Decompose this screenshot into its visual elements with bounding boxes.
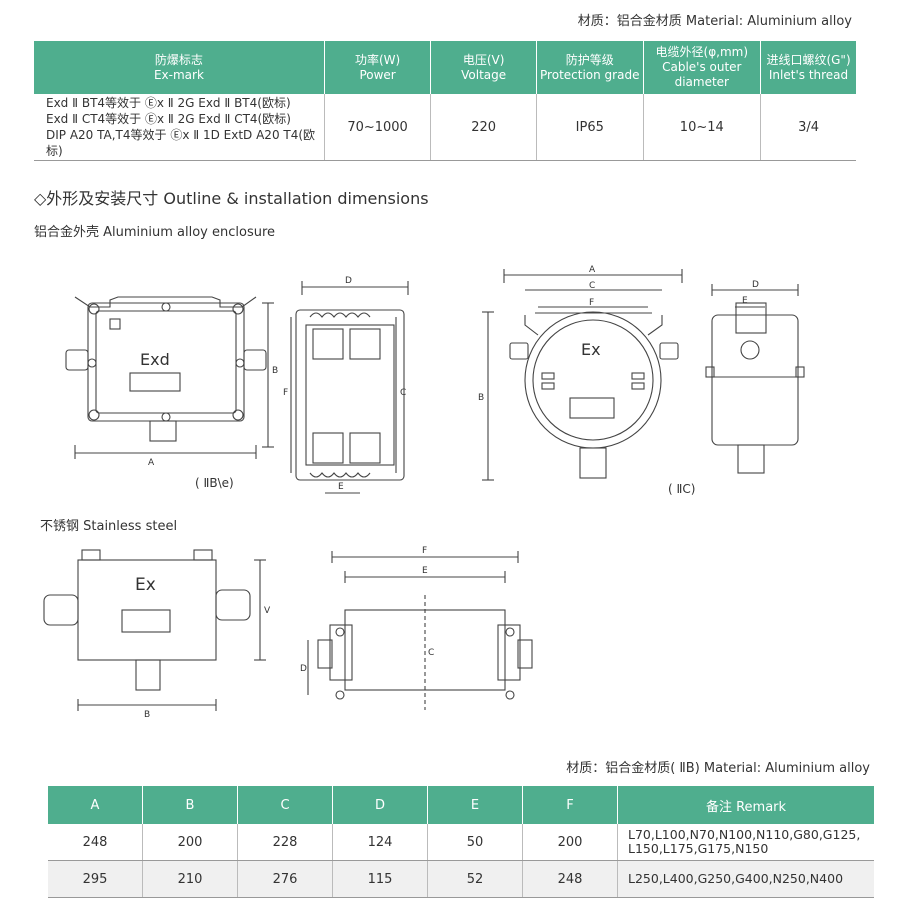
material-note-top: 材质：铝合金材质 Material: Aluminium alloy: [577, 14, 852, 29]
dim-a-1: A: [148, 458, 155, 468]
material-note-bottom: 材质：铝合金材质( ⅡB) Material: Aluminium alloy: [566, 761, 870, 776]
dim-e-4: E: [742, 296, 748, 306]
cell-exmark: Exd Ⅱ BT4等效于 Ⓔx Ⅱ 2G Exd Ⅱ BT4(欧标) Exd Ⅱ…: [34, 94, 325, 161]
drawing-steel-front: [43, 549, 266, 711]
header-f: F: [522, 786, 618, 824]
dim-v-5: V: [264, 606, 271, 616]
drawing-iib-front: [65, 296, 274, 459]
header-a: A: [48, 786, 143, 824]
cell-remark: L70,L100,N70,N100,N110,G80,G125, L150,L1…: [617, 824, 874, 861]
table-row: 295 210 276 115 52 248 L250,L400,G250,G4…: [48, 860, 874, 898]
subtitle-aluminium: 铝合金外壳 Aluminium alloy enclosure: [34, 225, 276, 240]
label-exd: Exd: [140, 350, 170, 369]
cell-power: 70~1000: [324, 94, 432, 161]
section-title: ◇外形及安装尺寸 Outline & installation dimensio…: [34, 189, 429, 208]
header-e: E: [427, 786, 523, 824]
cell-cable-diameter: 10~14: [643, 94, 762, 161]
header-thread: 进线口螺纹(G")Inlet's thread: [760, 41, 856, 94]
dim-e-6: E: [422, 566, 428, 576]
dim-b-1: B: [272, 366, 278, 376]
cell-remark: L250,L400,G250,G400,N250,N400: [617, 860, 874, 898]
cell-f: 200: [522, 824, 618, 861]
cell-e: 50: [427, 824, 523, 861]
cell-a: 248: [48, 824, 143, 861]
cell-protection: IP65: [536, 94, 644, 161]
cell-c: 228: [237, 824, 333, 861]
cell-d: 124: [332, 824, 428, 861]
label-ex-iic: Ex: [581, 340, 601, 359]
drawing-steel-side: [307, 551, 533, 710]
drawing-iic-side: [705, 284, 805, 474]
outline-drawings: Exd Ex Ex A B D F C E A C F B D E B V F …: [43, 265, 805, 720]
dim-d-2: D: [345, 276, 352, 286]
dim-d-4: D: [752, 280, 759, 290]
dim-e-2: E: [338, 482, 344, 492]
header-c: C: [237, 786, 333, 824]
dim-d-6: D: [300, 664, 307, 674]
dim-c-3: C: [589, 281, 595, 291]
caption-iic: ( ⅡC): [668, 482, 695, 496]
cell-voltage: 220: [430, 94, 537, 161]
header-b: B: [142, 786, 238, 824]
dim-f-6: F: [422, 546, 427, 556]
exmark-line-1: Exd Ⅱ BT4等效于 Ⓔx Ⅱ 2G Exd Ⅱ BT4(欧标): [46, 96, 291, 110]
header-d: D: [332, 786, 428, 824]
cell-d: 115: [332, 860, 428, 898]
drawing-iib-side: [290, 281, 409, 494]
table-row: 248 200 228 124 50 200 L70,L100,N70,N100…: [48, 824, 874, 861]
dimension-table-header-row: A B C D E F 备注 Remark: [48, 786, 874, 824]
dim-a-3: A: [589, 265, 596, 275]
drawing-iic-front: [482, 269, 683, 481]
cell-b: 210: [142, 860, 238, 898]
cell-thread: 3/4: [760, 94, 856, 161]
cell-e: 52: [427, 860, 523, 898]
dim-b-5: B: [144, 710, 150, 720]
subtitle-stainless: 不锈钢 Stainless steel: [40, 519, 178, 534]
dim-b-3: B: [478, 393, 484, 403]
dim-f-2: F: [283, 388, 288, 398]
cell-f: 248: [522, 860, 618, 898]
spec-table-row: Exd Ⅱ BT4等效于 Ⓔx Ⅱ 2G Exd Ⅱ BT4(欧标) Exd Ⅱ…: [34, 94, 856, 161]
header-power: 功率(W)Power: [324, 41, 432, 94]
dim-c-6: C: [428, 648, 434, 658]
header-voltage: 电压(V)Voltage: [430, 41, 537, 94]
label-ex-steel: Ex: [135, 575, 156, 595]
cell-a: 295: [48, 860, 143, 898]
header-remark: 备注 Remark: [617, 786, 874, 824]
exmark-line-3: DIP A20 TA,T4等效于 Ⓔx Ⅱ 1D ExtD A20 T4(欧标): [46, 128, 316, 158]
dimension-table: A B C D E F 备注 Remark 248 200 228 124 50…: [48, 786, 874, 898]
exmark-line-2: Exd Ⅱ CT4等效于 Ⓔx Ⅱ 2G Exd Ⅱ CT4(欧标): [46, 112, 291, 126]
dim-c-2: C: [400, 388, 406, 398]
dim-f-3: F: [589, 298, 594, 308]
cell-b: 200: [142, 824, 238, 861]
cell-c: 276: [237, 860, 333, 898]
caption-iib: ( ⅡB\e): [195, 476, 234, 490]
header-cable-diameter: 电缆外径(φ,mm)Cable's outer diameter: [643, 41, 762, 94]
